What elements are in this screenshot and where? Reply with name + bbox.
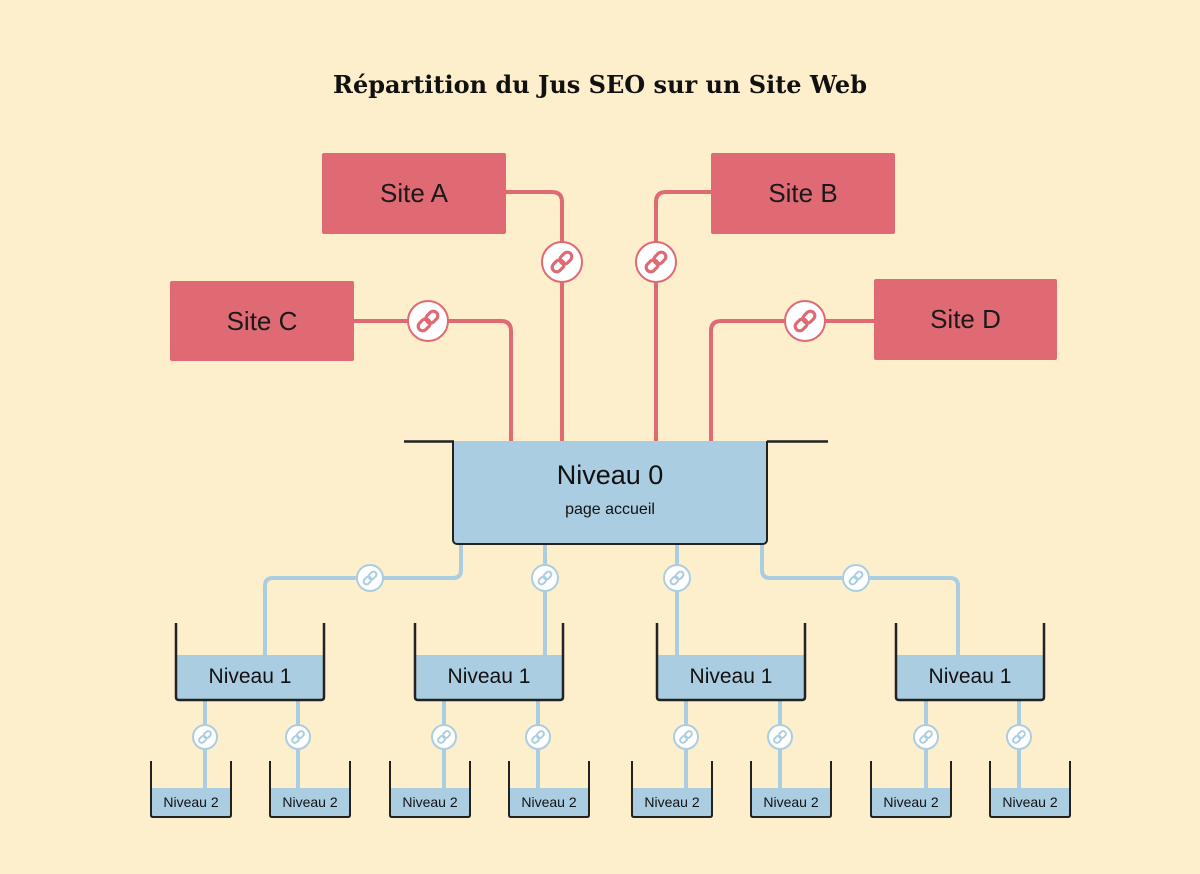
level1-label: Niveau 1 [447, 664, 531, 688]
chain-link-icon [431, 724, 457, 750]
chain-link-icon [673, 724, 699, 750]
level2-bucket [269, 761, 351, 818]
link-line-site-b [654, 190, 714, 443]
level1-buckets [174, 623, 1046, 702]
level2-bucket [508, 761, 590, 818]
level2-buckets [150, 761, 1071, 818]
level2-bucket [631, 761, 713, 818]
level1-bucket [655, 623, 807, 702]
link-line-site-c [351, 319, 513, 443]
link-icons [192, 241, 1032, 750]
level0-homepage-box: Niveau 0 page accueil [452, 441, 768, 545]
level2-label: Niveau 2 [163, 793, 219, 810]
site-d-box: Site D [874, 279, 1057, 360]
site-a-box: Site A [322, 153, 506, 234]
level1-label: Niveau 1 [928, 664, 1012, 688]
chain-link-icon [525, 724, 551, 750]
level1-bucket [413, 623, 565, 702]
chain-link-icon [192, 724, 218, 750]
level2-label: Niveau 2 [883, 793, 939, 810]
chain-link-icon [842, 564, 870, 592]
site-c-box: Site C [170, 281, 354, 361]
link-line-l0-l1-1 [263, 544, 463, 657]
level2-label: Niveau 2 [644, 793, 700, 810]
level1-label: Niveau 1 [689, 664, 773, 688]
external-link-lines [351, 190, 877, 443]
level2-bucket [150, 761, 232, 818]
chain-link-icon [767, 724, 793, 750]
chain-link-icon [356, 564, 384, 592]
chain-link-icon [663, 564, 691, 592]
level0-label: Niveau 0 [556, 459, 664, 490]
link-line-site-d [709, 319, 877, 443]
chain-link-icon [407, 300, 449, 342]
link-line-site-a [503, 190, 564, 443]
chain-link-icon [635, 241, 677, 283]
level2-label: Niveau 2 [1002, 793, 1058, 810]
chain-link-icon [285, 724, 311, 750]
level0-sublabel: page accueil [565, 500, 655, 518]
level2-bucket [989, 761, 1071, 818]
level2-bucket [750, 761, 832, 818]
site-b-box: Site B [711, 153, 895, 234]
level2-label: Niveau 2 [763, 793, 819, 810]
chain-link-icon [531, 564, 559, 592]
level1-label: Niveau 1 [208, 664, 292, 688]
link-line-l1-l2 [203, 698, 1021, 790]
level2-label: Niveau 2 [402, 793, 458, 810]
chain-link-icon [784, 300, 826, 342]
chain-link-icon [1006, 724, 1032, 750]
level2-label: Niveau 2 [521, 793, 577, 810]
link-line-l0-l1-4 [760, 544, 960, 657]
level1-bucket [174, 623, 326, 702]
level2-label: Niveau 2 [282, 793, 338, 810]
chain-link-icon [541, 241, 583, 283]
level1-bucket [894, 623, 1046, 702]
level2-bucket [870, 761, 952, 818]
level2-bucket [389, 761, 471, 818]
chain-link-icon [913, 724, 939, 750]
diagram-title: Répartition du Jus SEO sur un Site Web [333, 70, 867, 99]
